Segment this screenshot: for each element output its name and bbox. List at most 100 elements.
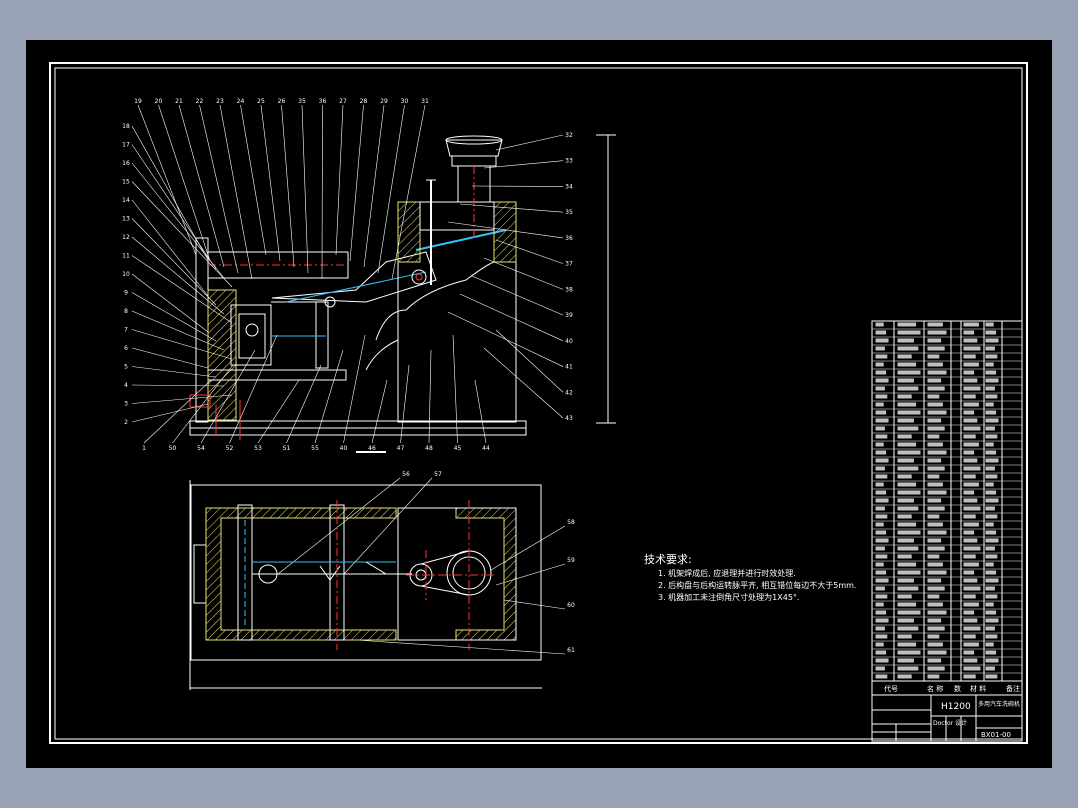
leader-line: [131, 181, 233, 288]
parts-list-cell-text: [875, 466, 885, 471]
leader-line: [131, 144, 217, 270]
parts-list-cell-text: [963, 418, 978, 423]
parts-list-cell-text: [897, 466, 919, 471]
part-label-left: 2: [124, 419, 128, 426]
leader-line: [483, 347, 564, 419]
parts-list-cell-text: [897, 554, 912, 559]
part-label-right: 38: [565, 286, 573, 293]
part-label-top: 23: [216, 98, 224, 105]
parts-list-cell-text: [985, 546, 995, 551]
parts-list-cell-text: [963, 618, 978, 623]
parts-list-cell-text: [897, 418, 914, 423]
title-col-remark: 备注: [1006, 684, 1020, 693]
parts-list-cell-text: [875, 330, 887, 335]
parts-list-cell-text: [875, 658, 889, 663]
part-label-left: 7: [124, 327, 128, 334]
parts-list-cell-text: [985, 522, 994, 527]
leader-line: [172, 364, 234, 444]
parts-list-cell-text: [985, 578, 999, 583]
parts-list-cell-text: [985, 490, 997, 495]
parts-list-cell-text: [897, 658, 914, 663]
leader-line: [143, 379, 212, 444]
leader-line: [343, 334, 366, 444]
parts-list-cell-text: [897, 330, 921, 335]
parts-list-cell-text: [985, 618, 999, 623]
part-label-left: 14: [122, 197, 130, 204]
part-label-plan: 58: [567, 519, 575, 526]
parts-list-cell-text: [985, 442, 994, 447]
leader-line: [131, 394, 233, 404]
part-label-bottom: 55: [311, 445, 319, 452]
parts-list-cell-text: [897, 474, 912, 479]
leader-line: [428, 349, 432, 444]
leader-line: [257, 379, 300, 444]
note-line-3: 3. 机器加工未注倒角尺寸处理为1X45°.: [658, 593, 800, 602]
drawing-number: BX01-00: [981, 731, 1011, 739]
parts-list-cell-text: [875, 674, 888, 679]
parts-list-cell-text: [875, 410, 887, 415]
leader-line: [286, 364, 322, 444]
parts-list-cell-text: [927, 338, 942, 343]
parts-list-cell-text: [963, 426, 981, 431]
parts-list-cell-text: [875, 490, 887, 495]
parts-list-cell-text: [897, 402, 917, 407]
parts-list-cell-text: [927, 514, 940, 519]
parts-list-cell-text: [875, 626, 885, 631]
leader-line: [343, 477, 433, 575]
parts-list-cell-text: [963, 650, 975, 655]
parts-list-cell-text: [875, 634, 888, 639]
parts-list-cell-text: [875, 354, 888, 359]
parts-list-cell-text: [875, 346, 885, 351]
title-block: [871, 680, 1023, 742]
parts-list-cell-text: [927, 386, 945, 391]
part-label-left: 13: [122, 216, 130, 223]
technical-notes: 技术要求: 1. 机架焊成后, 应退理并进行时效处理. 2. 后构盘与后构运转脉…: [644, 554, 856, 604]
part-label-left: 3: [124, 401, 128, 408]
leader-line: [131, 162, 225, 279]
parts-list-cell-text: [897, 394, 912, 399]
parts-list-cell-text: [897, 634, 912, 639]
part-label-bottom: 51: [283, 445, 291, 452]
parts-list-cell-text: [963, 434, 976, 439]
title-col-qty: 数: [954, 684, 961, 693]
leader-line: [240, 104, 267, 256]
part-label-plan: 57: [434, 471, 442, 478]
leader-line: [131, 218, 217, 306]
parts-list-cell-text: [875, 594, 888, 599]
parts-list-cell-text: [875, 546, 885, 551]
parts-list-cell-text: [897, 522, 917, 527]
part-label-left: 15: [122, 179, 130, 186]
parts-list-cell-text: [963, 346, 981, 351]
parts-list-cell-text: [985, 362, 994, 367]
plan-view: [189, 480, 542, 690]
title-col-code: 代号: [884, 684, 898, 693]
leader-line: [483, 257, 564, 290]
parts-list-cell-text: [897, 530, 921, 535]
part-label-top: 31: [421, 98, 429, 105]
parts-list-cell-text: [927, 602, 943, 607]
parts-list-cell-text: [927, 426, 945, 431]
parts-list-cell-text: [875, 482, 884, 487]
parts-list-cell-text: [927, 642, 943, 647]
parts-list-cell-text: [927, 626, 945, 631]
parts-list-cell-text: [963, 546, 981, 551]
parts-list-cell-text: [985, 634, 998, 639]
part-label-top: 22: [196, 98, 204, 105]
leader-line: [137, 104, 197, 256]
parts-list-cell-text: [985, 474, 998, 479]
drawing-title: H1200: [941, 702, 971, 712]
parts-list-cell-text: [985, 562, 994, 567]
part-label-left: 8: [124, 308, 128, 315]
parts-list-cell-text: [875, 322, 884, 327]
parts-list-cell-text: [897, 490, 921, 495]
parts-list-cell-text: [963, 666, 981, 671]
leader-line: [131, 329, 233, 360]
part-label-top: 21: [175, 98, 183, 105]
parts-list-cell-text: [963, 610, 975, 615]
parts-list-cell-text: [985, 626, 995, 631]
leader-line: [495, 239, 564, 264]
part-label-top: 35: [298, 98, 306, 105]
parts-list-cell-text: [963, 386, 981, 391]
part-label-left: 6: [124, 345, 128, 352]
